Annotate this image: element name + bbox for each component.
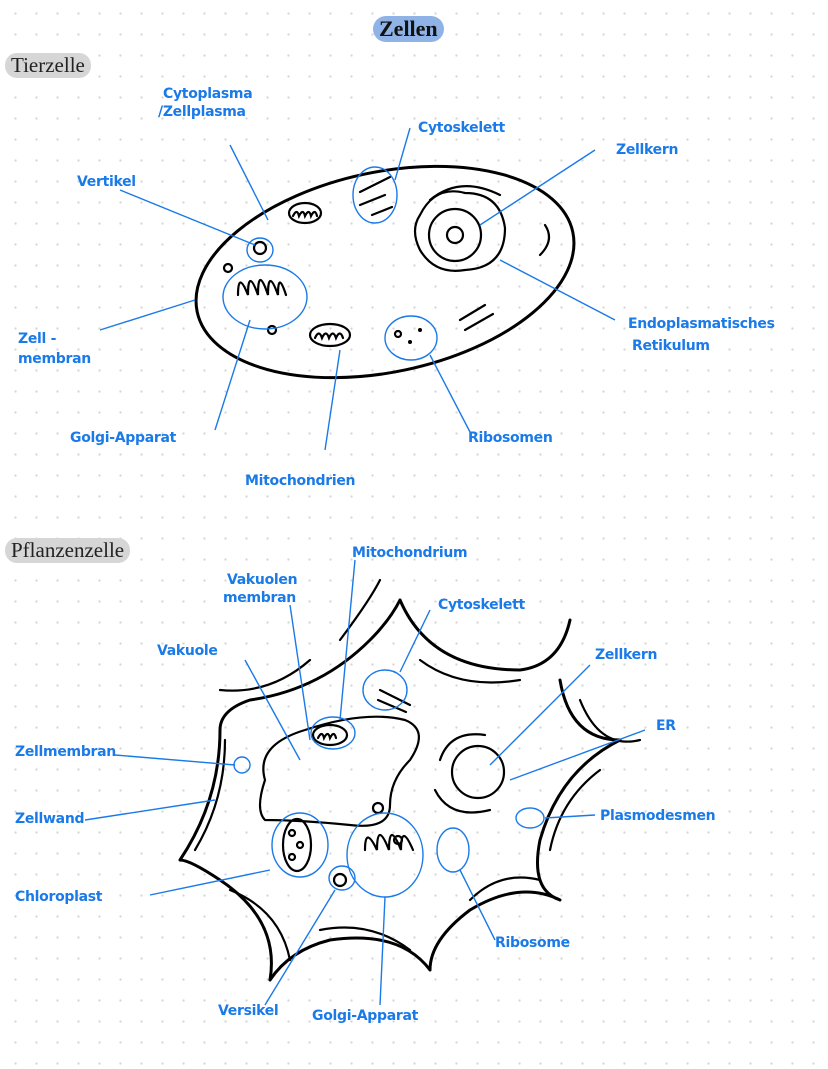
label-cytoplasma: Cytoplasma xyxy=(163,86,252,102)
plant-cell-drawing xyxy=(84,559,646,1006)
vacuole-shape xyxy=(258,715,420,827)
nucleus-shape xyxy=(427,207,483,263)
label-plasmodesmen: Plasmodesmen xyxy=(600,808,715,824)
label-er-plant: ER xyxy=(656,718,676,734)
label-zellkern-plant: Zellkern xyxy=(595,647,657,663)
page-title: Zellen xyxy=(373,16,444,42)
label-zellmembran-plant: Zellmembran xyxy=(15,744,116,760)
label-chloroplast: Chloroplast xyxy=(15,889,103,905)
label-er-1: Endoplasmatisches xyxy=(628,316,775,332)
section-heading-plant-cell: Pflanzenzelle xyxy=(5,538,131,563)
label-ribosomen: Ribosomen xyxy=(468,430,553,446)
label-ribosome: Ribosome xyxy=(495,935,570,951)
cell-membrane-shape xyxy=(194,164,576,380)
label-mitochondrium: Mitochondrium xyxy=(352,545,467,561)
label-vakuole: Vakuole xyxy=(157,643,218,659)
label-cytoskelett: Cytoskelett xyxy=(418,120,505,136)
plant-cell-labels: Mitochondrium Vakuolen membran Cytoskele… xyxy=(15,545,716,1024)
animal-cell-labels: Cytoplasma /Zellplasma Cytoskelett Zellk… xyxy=(18,86,775,489)
animal-cell-drawing xyxy=(99,127,616,451)
label-golgi-plant: Golgi-Apparat xyxy=(312,1008,419,1024)
label-zellmembran-1: Zell - xyxy=(18,331,57,347)
mitochondrion-shape xyxy=(287,201,323,225)
label-zellkern: Zellkern xyxy=(616,142,678,158)
label-zellplasma: /Zellplasma xyxy=(158,104,246,120)
label-golgi: Golgi-Apparat xyxy=(70,430,177,446)
section-heading-animal-cell: Tierzelle xyxy=(5,53,91,78)
label-vesikel: Vertikel xyxy=(77,174,136,190)
label-er-2: Retikulum xyxy=(632,338,710,354)
label-vakuolenmembran-1: Vakuolen xyxy=(227,572,297,588)
label-mitochondrien: Mitochondrien xyxy=(245,473,355,489)
label-vesikel-plant: Versikel xyxy=(218,1003,278,1019)
label-cytoskelett-plant: Cytoskelett xyxy=(438,597,525,613)
label-zellmembran-2: membran xyxy=(18,351,91,367)
label-zellwand: Zellwand xyxy=(15,811,84,827)
plant-nucleus-shape xyxy=(450,744,506,800)
label-vakuolenmembran-2: membran xyxy=(223,590,296,606)
